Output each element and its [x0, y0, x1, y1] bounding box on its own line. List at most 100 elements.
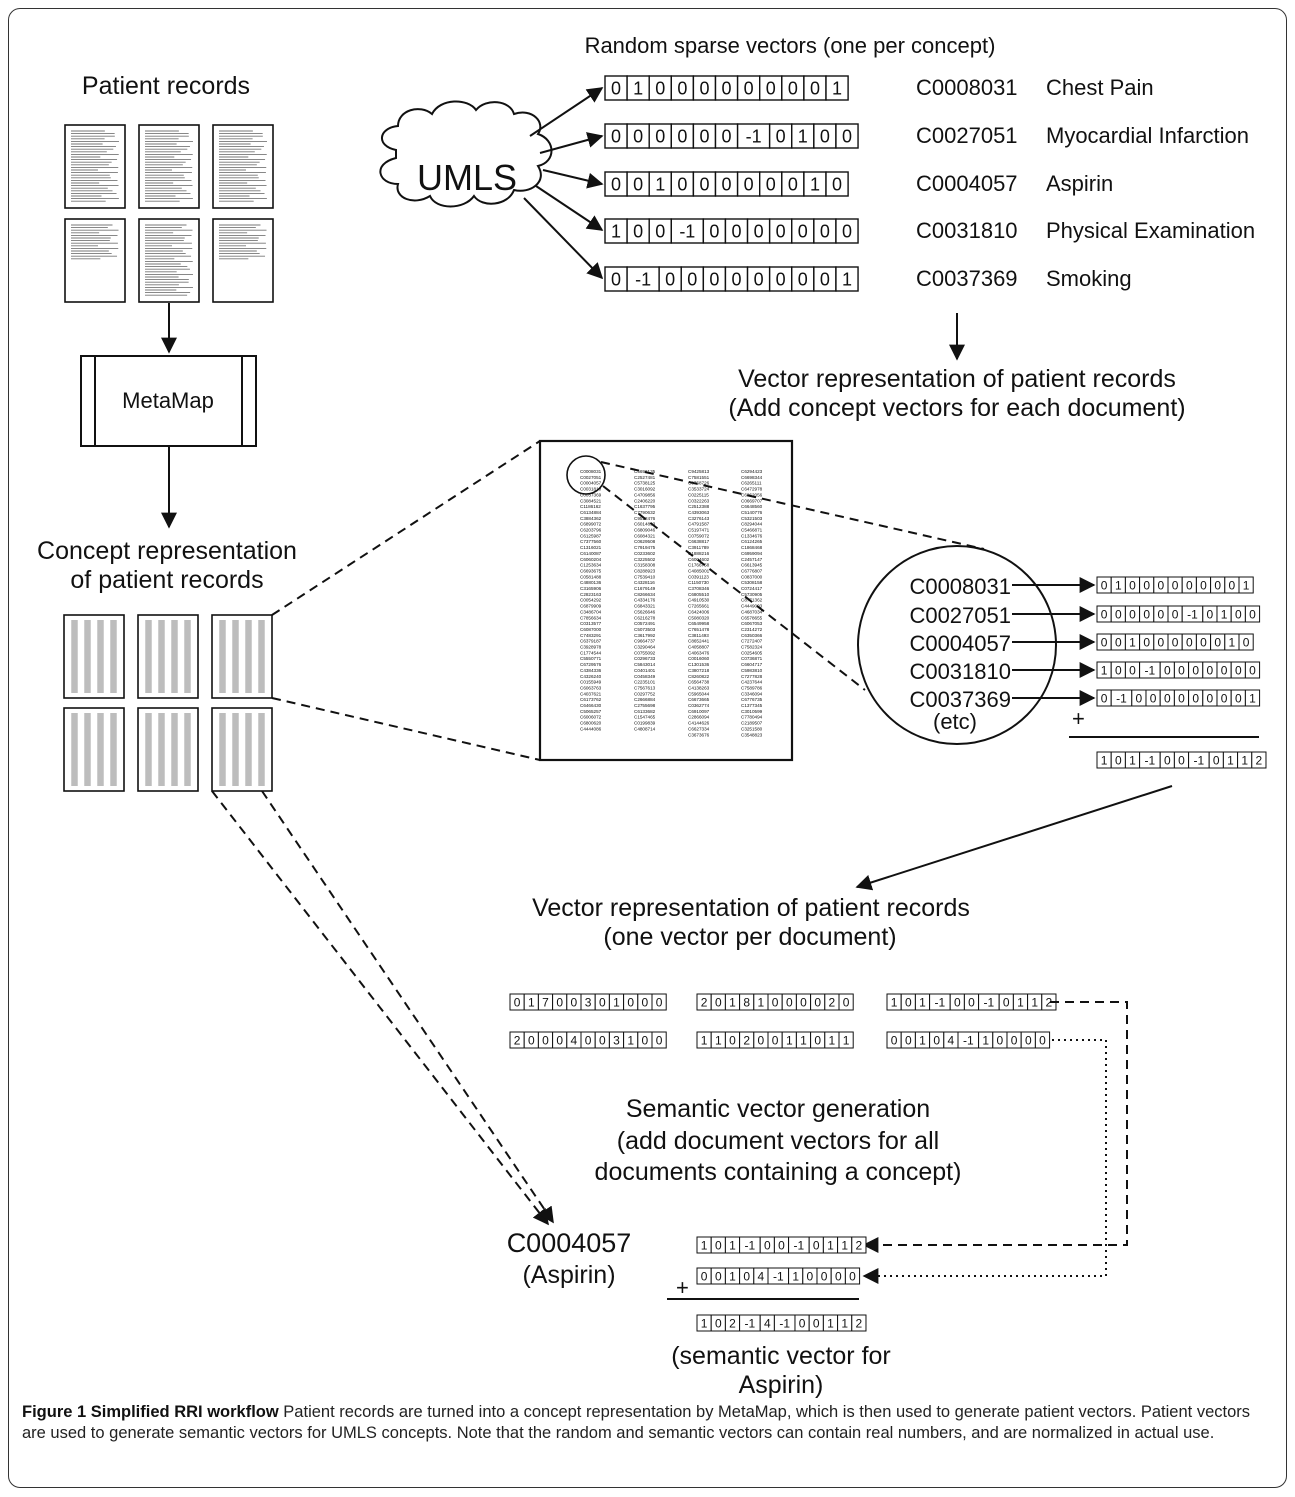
- concept-cui: C0004057: [916, 171, 1018, 196]
- document-cui-entry: C0008031: [580, 469, 602, 474]
- vector-cell-value: 2: [1256, 753, 1263, 767]
- target-concept-name: (Aspirin): [522, 1261, 615, 1289]
- document-cui-entry: C3010599: [741, 709, 763, 714]
- document-cui-entry: C6910097: [688, 709, 710, 714]
- vector-cell-value: 3: [613, 1033, 620, 1047]
- vector-cell: [1244, 661, 1261, 679]
- document-cui-entry: C4058807: [688, 645, 710, 650]
- document-cui-entry: C0581488: [580, 574, 602, 579]
- concept-document-icon: [211, 707, 273, 792]
- document-cui-entry: C6648560: [741, 504, 763, 509]
- document-icon: [64, 124, 126, 209]
- concept-cui: C0031810: [916, 218, 1018, 243]
- vector-cell-value: 1: [891, 995, 898, 1009]
- document-cui-entry: C5738125: [634, 481, 656, 486]
- document-cui-entry: C4237644: [741, 680, 763, 685]
- document-cui-entry: C9425813: [688, 469, 710, 474]
- zoomed-concept-cui: C0027051: [909, 603, 1011, 628]
- vector-cell-value: 1: [1017, 995, 1024, 1009]
- document-cui-entry: C4880136: [580, 580, 602, 585]
- vector-cell-value: 1: [758, 995, 765, 1009]
- document-cui-entry: C7790632: [634, 510, 656, 515]
- vector-cell: [835, 123, 859, 149]
- vector-cell-value: 0: [772, 1033, 779, 1047]
- plus-sign: +: [676, 1275, 689, 1300]
- document-cui-entry: C2823163: [580, 592, 602, 597]
- document-cui-entry: C1679149: [634, 586, 656, 591]
- vector-cell-value: -1: [794, 1238, 805, 1252]
- document-cui-entry: C6805510: [688, 592, 710, 597]
- vector-cell-value: 0: [905, 995, 912, 1009]
- vector-cell-value: 1: [701, 1316, 708, 1330]
- patient-records-title: Patient records: [82, 72, 250, 100]
- vector-cell-value: 0: [1172, 635, 1179, 649]
- vector-cell-value: 1: [792, 1269, 799, 1283]
- document-cui-entry: C5466871: [741, 528, 763, 533]
- document-cui-entry: C3016092: [634, 487, 656, 492]
- vector-cell-value: 0: [528, 1033, 535, 1047]
- vector-cell: [851, 1236, 867, 1254]
- vector-cell: [626, 266, 660, 292]
- vector-cell-value: 0: [799, 1316, 806, 1330]
- document-cui-entry: C0669707: [741, 498, 763, 503]
- vector-cell-value: 1: [655, 175, 665, 195]
- document-cui-entry: C6133682: [634, 709, 656, 714]
- vector-cell-value: 0: [776, 270, 786, 290]
- vector-cell-value: 0: [1214, 635, 1221, 649]
- concept-document-icon: [211, 614, 273, 699]
- vector-cell: [838, 993, 854, 1011]
- document-cui-entry: C5140776: [741, 510, 763, 515]
- vector-cell-value: 0: [1158, 607, 1165, 621]
- vector-cell-value: 0: [1025, 1033, 1032, 1047]
- vector-cell-value: 2: [856, 1238, 863, 1252]
- document-cui-entry: C1150730: [688, 580, 709, 585]
- umls-arrows: [523, 87, 604, 280]
- concept-cui: C0008031: [916, 75, 1018, 100]
- vector-cell-value: 1: [798, 127, 808, 147]
- document-cui-entry: C3158308: [634, 563, 656, 568]
- vector-cell-value: 1: [1221, 607, 1228, 621]
- document-cui-entry: C4085001: [688, 568, 710, 573]
- document-cui-entry: C4687034: [741, 609, 763, 614]
- vector-cell-value: 2: [514, 1033, 521, 1047]
- vector-cell-value: 0: [1143, 635, 1150, 649]
- vector-cell-value: 1: [786, 1033, 793, 1047]
- document-cui-entry: C6265111: [741, 481, 762, 486]
- document-cui-entry: C5965044: [688, 691, 710, 696]
- document-cui-entry: C6627334: [688, 726, 710, 731]
- concept-document-icon: [63, 707, 125, 792]
- vector-cell-value: 1: [729, 1238, 736, 1252]
- document-cui-entry: C6729576: [580, 662, 602, 667]
- document-cui-entry: C2666884: [634, 697, 656, 702]
- document-cui-entry: C5321503: [741, 516, 763, 521]
- vector-cell-value: 0: [642, 995, 649, 1009]
- concept-name: Chest Pain: [1046, 75, 1154, 100]
- document-cui-entry: C5073503: [634, 627, 656, 632]
- vector-cell-value: 1: [832, 79, 842, 99]
- vector-cell-value: 0: [843, 995, 850, 1009]
- vector-cell-value: 0: [715, 1316, 722, 1330]
- vector-cell-value: 0: [1129, 607, 1136, 621]
- enlarged-concept-document: C0008031C0027051C0004057C0031810C0037369…: [538, 439, 794, 762]
- document-cui-entry: C3928978: [580, 645, 602, 650]
- doc-vectors-title-2: (one vector per document): [603, 923, 896, 951]
- vector-cell-value: 1: [729, 1269, 736, 1283]
- umls-label: UMLS: [417, 157, 517, 198]
- document-cui-entry: C3673676: [688, 732, 710, 737]
- vector-cell-value: -1: [1145, 663, 1156, 677]
- document-cui-entry: C0027051: [580, 475, 602, 480]
- vector-cell-value: 0: [835, 1269, 842, 1283]
- vector-cell: [851, 1314, 867, 1332]
- zoomed-concept-cui: C0031810: [909, 659, 1011, 684]
- vector-cell-value: 1: [827, 1238, 834, 1252]
- vector-cell-value: 1: [1031, 995, 1038, 1009]
- document-cui-entry: C1766758: [688, 563, 710, 568]
- vector-cell-value: 0: [542, 1033, 549, 1047]
- vector-cell-value: 0: [633, 127, 643, 147]
- vector-cell-value: 0: [766, 79, 776, 99]
- vector-cell-value: 0: [611, 175, 621, 195]
- document-cui-entry: C6466430: [580, 703, 602, 708]
- document-cui-entry: C6604717: [741, 662, 763, 667]
